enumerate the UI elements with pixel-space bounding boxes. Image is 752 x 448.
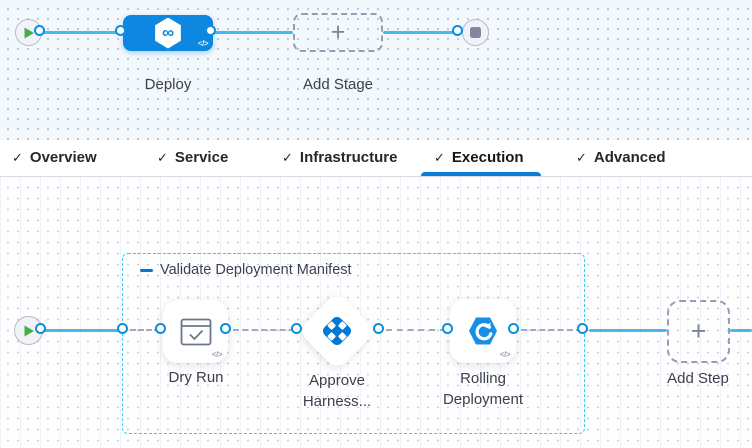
step-group-header: Validate Deployment Manifest [140, 262, 352, 278]
stage-label: Deploy [144, 76, 192, 93]
infinity-glyph: ∞ [161, 23, 175, 42]
step-group-validate-deployment-manifest[interactable] [122, 253, 585, 434]
rolling-deployment-icon [469, 317, 497, 345]
active-tab-underline [421, 172, 541, 176]
node-connector [220, 323, 231, 334]
node-connector [508, 323, 519, 334]
dashed-connector-line [233, 329, 295, 331]
tab-label: Service [174, 149, 229, 166]
add-step-label: Add Step [667, 370, 729, 387]
collapse-group-icon[interactable] [140, 268, 153, 272]
step-label-line: Harness... [302, 393, 372, 410]
check-icon: ✓ [434, 150, 445, 165]
node-connector [442, 323, 453, 334]
node-connector [452, 25, 463, 36]
step-node-rolling-deployment[interactable]: </> [450, 299, 516, 363]
connector-line [383, 31, 458, 34]
connector-line [730, 329, 752, 332]
node-connector [117, 323, 128, 334]
dashed-connector-line [521, 329, 582, 331]
harness-approval-icon [323, 317, 351, 345]
connector-line [589, 329, 667, 332]
execution-canvas[interactable]: Validate Deployment Manifest </> [0, 177, 752, 448]
tab-label: Overview [29, 149, 97, 166]
node-connector [373, 323, 384, 334]
check-icon: ✓ [12, 150, 23, 165]
tab-label: Infrastructure [299, 149, 398, 166]
step-node-approve[interactable] [297, 291, 377, 371]
stage-node-deploy[interactable]: ∞ </> [123, 15, 213, 51]
step-label-line: Deployment [442, 391, 524, 408]
plus-icon: + [330, 18, 346, 46]
connector-line [213, 31, 293, 34]
tab-label: Execution [451, 149, 524, 166]
step-group-title: Validate Deployment Manifest [160, 262, 352, 278]
node-connector [34, 25, 45, 36]
cd-stage-icon: ∞ [155, 17, 181, 49]
tab-service[interactable]: ✓ Service [157, 148, 228, 168]
add-stage-button[interactable]: + [293, 13, 383, 52]
pipeline-end-node [462, 19, 489, 46]
code-view-icon: </> [211, 350, 223, 359]
code-view-icon: </> [499, 350, 511, 359]
check-icon: ✓ [282, 150, 293, 165]
node-connector [577, 323, 588, 334]
node-connector [35, 323, 46, 334]
tab-execution[interactable]: ✓ Execution [434, 148, 524, 168]
node-connector [291, 323, 302, 334]
stage-pipeline-canvas[interactable]: ∞ </> + Deploy Add Stage [0, 0, 752, 140]
step-label: Rolling Deployment [443, 368, 523, 410]
step-node-dry-run[interactable]: </> [163, 300, 228, 363]
check-icon: ✓ [576, 150, 587, 165]
add-stage-label: Add Stage [302, 76, 374, 93]
add-step-button[interactable]: + [667, 300, 730, 363]
dashed-connector-line [386, 329, 446, 331]
connector-line [42, 31, 127, 34]
tab-overview[interactable]: ✓ Overview [12, 148, 97, 168]
step-label: Approve Harness... [303, 370, 371, 412]
connector-line [43, 329, 125, 332]
stop-icon [470, 27, 481, 38]
step-label-line: Approve [309, 372, 365, 389]
code-view-icon: </> [197, 39, 209, 48]
check-icon: ✓ [157, 150, 168, 165]
tab-label: Advanced [593, 149, 666, 166]
tab-infrastructure[interactable]: ✓ Infrastructure [282, 148, 397, 168]
dashed-connector-line [130, 329, 160, 331]
play-icon [24, 27, 34, 38]
step-label: Dry Run [168, 369, 224, 386]
plus-icon: + [690, 316, 707, 346]
node-connector [205, 25, 216, 36]
play-icon [24, 325, 34, 336]
node-connector [115, 25, 126, 36]
dry-run-script-icon [180, 318, 211, 345]
step-label-line: Rolling [460, 370, 506, 387]
node-connector [155, 323, 166, 334]
tab-advanced[interactable]: ✓ Advanced [576, 148, 666, 168]
stage-config-tab-bar: ✓ Overview ✓ Service ✓ Infrastructure ✓ … [0, 140, 752, 177]
